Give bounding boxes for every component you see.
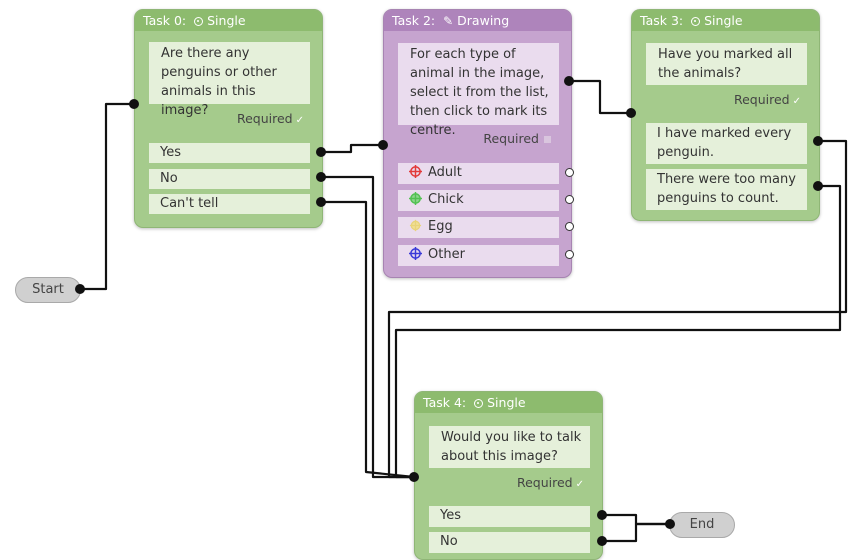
check-icon: ✓ [792, 96, 801, 107]
task-0-type: Single [207, 13, 246, 28]
start-node[interactable]: Start [15, 277, 81, 303]
task-2-tool-other-connector[interactable] [565, 250, 574, 259]
task-2-tool-egg[interactable]: Egg [398, 217, 559, 238]
wire-task3-a1-to-task4 [387, 139, 848, 479]
task-0-required-toggle[interactable]: Required✓ [237, 111, 304, 126]
task-2-tool-other-label: Other [428, 247, 465, 262]
task-2-tool-adult[interactable]: Adult [398, 163, 559, 184]
task-4-no-output-connector[interactable] [597, 536, 607, 546]
check-icon: ✓ [575, 479, 584, 490]
wire-task4-no-to-end [601, 522, 670, 543]
start-label: Start [32, 282, 64, 297]
end-node[interactable]: End [669, 512, 735, 538]
task-3-title: Task 3: [640, 13, 684, 28]
task-0-answer-cant-tell[interactable]: Can't tell [149, 194, 310, 214]
task-2-required-toggle[interactable]: Required [483, 131, 551, 146]
task-4-required-label: Required [516, 475, 573, 490]
task-0-answer-yes[interactable]: Yes [149, 143, 310, 163]
task-2-required-label: Required [483, 131, 539, 146]
task-2-tool-chick-connector[interactable] [565, 195, 574, 204]
task-0-yes-output-connector[interactable] [316, 147, 326, 157]
crosshair-icon-green [409, 192, 422, 205]
pencil-icon: ✎ [443, 14, 454, 28]
task-2-tool-adult-connector[interactable] [565, 168, 574, 177]
task-4-header[interactable]: Task 4: Single [415, 392, 602, 413]
task-0-answer-no[interactable]: No [149, 169, 310, 189]
task-3-answer-1-output-connector[interactable] [813, 136, 823, 146]
wire-task2-to-task3 [569, 79, 631, 115]
task-2-output-connector[interactable] [564, 76, 574, 86]
task-2-title: Task 2: [392, 13, 436, 28]
task-3-required-label: Required [733, 92, 790, 107]
task-2-question[interactable]: For each type of animal in the image, se… [398, 43, 559, 138]
task-3-node[interactable]: Task 3: Single Have you marked all the a… [631, 9, 820, 221]
task-3-answer-too-many[interactable]: There were too many penguins to count. [646, 169, 807, 210]
task-2-node[interactable]: Task 2: ✎Drawing For each type of animal… [383, 9, 572, 278]
wire-task0-yes-to-task2 [320, 143, 383, 154]
task-3-question[interactable]: Have you marked all the animals? [646, 43, 807, 85]
task-4-type: Single [487, 395, 526, 410]
wire-task4-yes-to-end [601, 513, 670, 526]
task-0-question[interactable]: Are there any penguins or other animals … [149, 42, 310, 118]
task-0-header[interactable]: Task 0: Single [135, 10, 322, 31]
wire-start-to-task0 [80, 102, 134, 291]
task-2-tool-other[interactable]: Other [398, 245, 559, 266]
task-4-answer-yes[interactable]: Yes [429, 506, 590, 527]
task-2-input-connector[interactable] [378, 140, 388, 150]
end-label: End [689, 517, 715, 532]
task-2-tool-chick-label: Chick [428, 192, 464, 207]
task-0-input-connector[interactable] [129, 99, 139, 109]
task-0-node[interactable]: Task 0: Single Are there any penguins or… [134, 9, 323, 228]
task-4-input-connector[interactable] [409, 472, 419, 482]
task-4-node[interactable]: Task 4: Single Would you like to talk ab… [414, 391, 603, 560]
task-2-header[interactable]: Task 2: ✎Drawing [384, 10, 571, 31]
task-0-title: Task 0: [143, 13, 187, 28]
task-4-yes-output-connector[interactable] [597, 510, 607, 520]
task-0-cant-tell-output-connector[interactable] [316, 197, 326, 207]
task-2-tool-adult-label: Adult [428, 165, 462, 180]
task-3-input-connector[interactable] [626, 108, 636, 118]
task-0-required-label: Required [236, 111, 293, 126]
task-3-header[interactable]: Task 3: Single [632, 10, 819, 31]
task-2-tool-chick[interactable]: Chick [398, 190, 559, 211]
check-icon: ✓ [295, 115, 304, 126]
end-input-connector[interactable] [665, 519, 675, 529]
task-0-no-output-connector[interactable] [316, 172, 326, 182]
crosshair-icon-blue [409, 247, 422, 260]
task-3-answer-marked-every[interactable]: I have marked every penguin. [646, 123, 807, 164]
start-output-connector[interactable] [75, 284, 85, 294]
task-3-required-toggle[interactable]: Required✓ [734, 92, 801, 107]
task-2-type: Drawing [457, 13, 510, 28]
task-4-question[interactable]: Would you like to talk about this image? [429, 426, 590, 468]
task-3-type: Single [704, 13, 743, 28]
task-2-tool-egg-label: Egg [428, 219, 453, 234]
task-2-tool-egg-connector[interactable] [565, 222, 574, 231]
crosshair-icon-yellow [409, 219, 422, 232]
task-4-required-toggle[interactable]: Required✓ [517, 475, 584, 490]
task-3-answer-2-output-connector[interactable] [813, 181, 823, 191]
task-4-answer-no[interactable]: No [429, 532, 590, 553]
radio-icon [194, 17, 204, 26]
required-checkbox-icon [544, 136, 551, 143]
radio-icon [474, 399, 484, 408]
radio-icon [691, 17, 701, 26]
wire-task3-a2-to-task4 [394, 184, 842, 479]
task-4-title: Task 4: [423, 395, 467, 410]
crosshair-icon-red [409, 165, 422, 178]
